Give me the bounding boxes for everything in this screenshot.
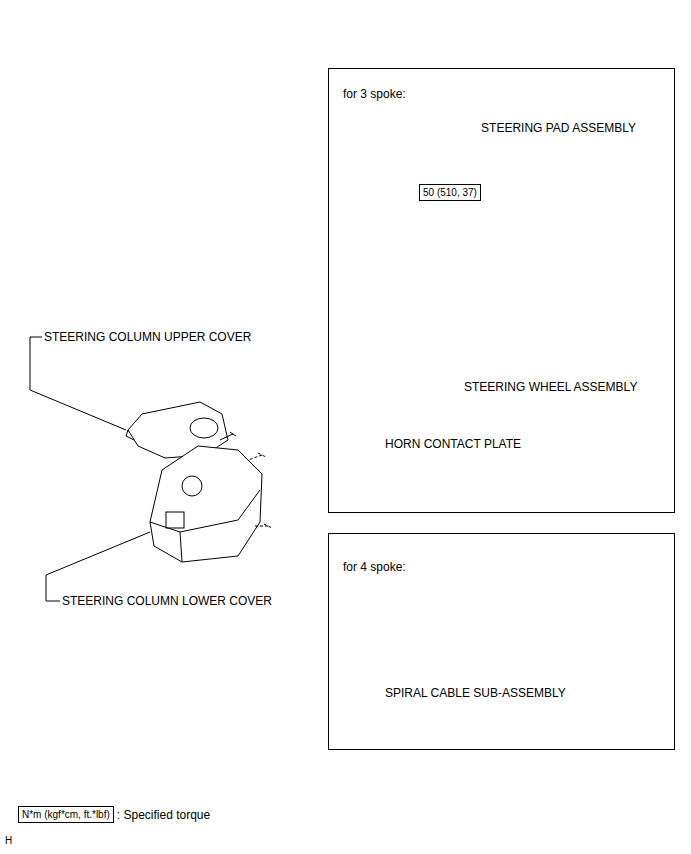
box-text: for 3 spoke: [343, 87, 660, 102]
part-name: STEERING PAD ASSEMBLY [481, 121, 636, 135]
part-name: HORN CONTACT PLATE [385, 437, 521, 451]
legend-torque-box: N*m (kgf*cm, ft.*lbf) [18, 806, 114, 823]
part-name: STEERING COLUMN LOWER COVER [62, 594, 272, 608]
torque-box: 50 (510, 37) [419, 184, 481, 201]
leader-line [46, 532, 150, 601]
part-name: STEERING COLUMN UPPER COVER [44, 330, 251, 344]
leader-line [30, 337, 126, 430]
part-name: SPIRAL CABLE SUB-ASSEMBLY [385, 686, 566, 700]
box-text: for 4 spoke: [343, 560, 660, 575]
box-text: 50 (510, 37) [423, 186, 477, 199]
legend-text: : Specified torque [117, 808, 210, 822]
box-text: N*m (kgf*cm, ft.*lbf) [22, 808, 110, 821]
screws [220, 432, 272, 528]
variant-panel: for 4 spoke: [328, 533, 675, 750]
page-mark: H [5, 834, 12, 848]
lower-cover [150, 446, 262, 562]
part-name: STEERING WHEEL ASSEMBLY [464, 380, 637, 394]
